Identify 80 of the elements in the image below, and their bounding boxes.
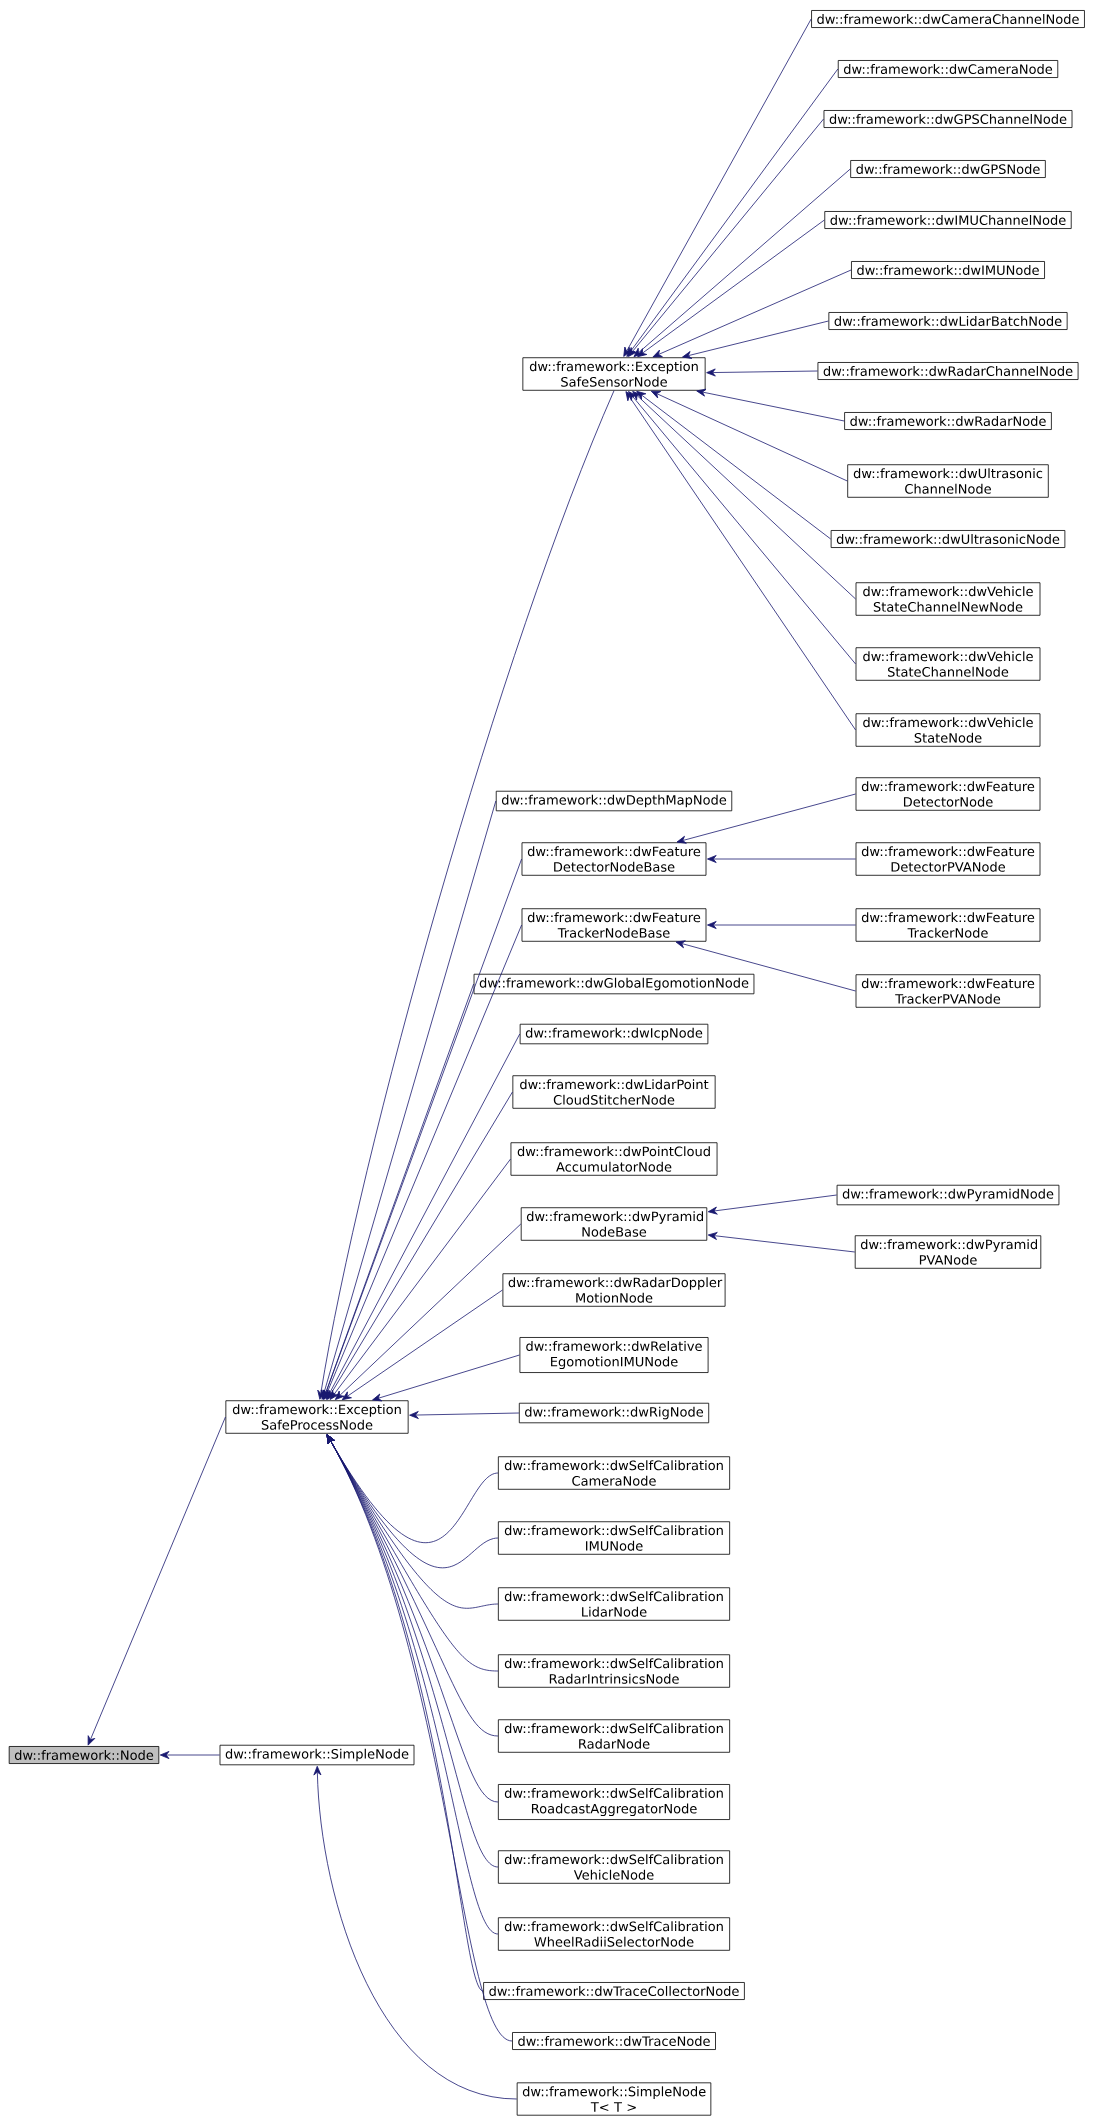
class-box: dw::framework::dwUltrasonicNode xyxy=(830,530,1066,548)
class-box: dw::framework::dwIMUNode xyxy=(851,261,1045,279)
class-box: dw::framework::dwSelfCalibration IMUNode xyxy=(497,1521,731,1555)
class-box: dw::framework::dwFeature TrackerNodeBase xyxy=(521,908,707,942)
inheritance-arrow xyxy=(652,269,852,358)
inheritance-arrow xyxy=(706,368,818,377)
class-box: dw::framework::dwSelfCalibration RadarNode xyxy=(497,1719,731,1753)
inheritance-arrow xyxy=(409,1411,520,1419)
class-box: dw::framework::dwSelfCalibration WheelRadiiSelectorNode xyxy=(497,1917,731,1951)
inheritance-arrow xyxy=(625,391,856,731)
class-box: dw::framework::dwRelative EgomotionIMUNode xyxy=(519,1337,709,1373)
inheritance-arrow xyxy=(320,800,497,1400)
class-box: dw::framework::SimpleNode xyxy=(219,1744,415,1766)
inheritance-arrow xyxy=(329,1158,511,1400)
class-box: dw::framework::dwIcpNode xyxy=(519,1023,709,1045)
inheritance-arrow xyxy=(372,1354,520,1402)
inheritance-arrow xyxy=(632,391,856,600)
inheritance-arrow xyxy=(707,1232,856,1253)
inheritance-arrow xyxy=(696,388,845,422)
inheritance-arrow xyxy=(341,1289,503,1401)
class-box: dw::framework::dwRadarChannelNode xyxy=(817,362,1079,380)
class-box: dw::framework::dwCameraChannelNode xyxy=(811,10,1085,28)
inheritance-arrow xyxy=(322,983,475,1400)
class-box: dw::framework::dwTraceCollectorNode xyxy=(483,1982,745,2000)
class-box: dw::framework::dwGPSNode xyxy=(850,160,1046,178)
inheritance-arrow xyxy=(317,390,615,1400)
class-box: dw::framework::dwSelfCalibration LidarNode xyxy=(497,1587,731,1621)
class-box: dw::framework::dwSelfCalibration RadarIntrinsicsNode xyxy=(497,1654,731,1688)
inheritance-arrow xyxy=(313,1765,518,2100)
inheritance-arrow xyxy=(707,921,856,929)
inheritance-arrow xyxy=(87,1416,226,1746)
class-box: dw::framework::dwFeature TrackerPVANode xyxy=(855,974,1041,1008)
inheritance-arrow xyxy=(325,1033,521,1400)
class-box: dw::framework::dwFeature DetectorNodeBase xyxy=(521,842,707,876)
class-box: dw::framework::dwSelfCalibration VehicleNode xyxy=(497,1850,731,1884)
inheritance-arrow xyxy=(326,1434,513,2042)
class-box: dw::framework::dwIMUChannelNode xyxy=(824,211,1072,229)
inheritance-arrow xyxy=(676,793,856,844)
inheritance-arrow xyxy=(334,1223,522,1400)
class-box: dw::framework::dwPyramid NodeBase xyxy=(520,1207,708,1241)
inheritance-arrow xyxy=(633,168,851,358)
inheritance-arrow xyxy=(682,320,829,359)
class-box: dw::framework::dwSelfCalibration CameraNode xyxy=(497,1456,731,1490)
class-box: dw::framework::dwUltrasonic ChannelNode xyxy=(847,464,1049,498)
inheritance-arrow xyxy=(636,390,832,540)
class-box: dw::framework::dwPyramidNode xyxy=(836,1184,1060,1206)
class-box: dw::framework::dwVehicle StateChannelNode xyxy=(855,647,1041,681)
class-box: dw::framework::dwPointCloud AccumulatorNode xyxy=(510,1142,718,1176)
class-box: dw::framework::Exception SafeSensorNode xyxy=(522,357,706,391)
class-box: dw::framework::Node xyxy=(8,1746,160,1764)
inheritance-arrow xyxy=(159,1751,220,1759)
class-box: dw::framework::dwDepthMapNode xyxy=(495,790,733,812)
inheritance-arrow xyxy=(628,118,824,357)
class-box: dw::framework::dwLidarPoint CloudStitcherNode xyxy=(512,1075,716,1109)
class-box: dw::framework::dwTraceNode xyxy=(512,2032,716,2050)
class-box: dw::framework::dwPyramid PVANode xyxy=(854,1235,1042,1269)
inheritance-arrow xyxy=(707,1194,838,1215)
class-box: dw::framework::dwSelfCalibration RoadcastAggregatorNode xyxy=(497,1784,731,1820)
inheritance-arrow xyxy=(707,855,856,863)
class-box: dw::framework::dwFeature DetectorNode xyxy=(855,777,1041,811)
class-box: dw::framework::dwLidarBatchNode xyxy=(828,312,1068,330)
class-box: dw::framework::Exception SafeProcessNode xyxy=(225,1400,409,1434)
class-box: dw::framework::dwRadarNode xyxy=(844,412,1052,430)
inheritance-arrow xyxy=(327,1091,513,1400)
class-box: dw::framework::dwFeature DetectorPVANode xyxy=(855,842,1041,876)
class-box: dw::framework::dwRigNode xyxy=(518,1402,710,1424)
class-box: dw::framework::dwRadarDoppler MotionNode xyxy=(502,1273,726,1307)
inheritance-arrow xyxy=(650,390,848,482)
inheritance-arrow xyxy=(628,391,856,665)
class-box: dw::framework::dwGPSChannelNode xyxy=(823,110,1073,128)
class-box: dw::framework::dwFeature TrackerNode xyxy=(855,908,1041,942)
class-box: dw::framework::SimpleNode T< T > xyxy=(516,2082,712,2116)
inheritance-arrow xyxy=(623,18,812,357)
inheritance-arrow xyxy=(675,940,856,992)
inheritance-arrow xyxy=(626,68,839,357)
class-box: dw::framework::dwVehicle StateChannelNewNode xyxy=(855,582,1041,616)
class-box: dw::framework::dwCameraNode xyxy=(837,60,1059,78)
inheritance-arrow xyxy=(637,219,825,358)
class-box: dw::framework::dwGlobalEgomotionNode xyxy=(473,973,755,995)
class-box: dw::framework::dwVehicle StateNode xyxy=(855,713,1041,747)
